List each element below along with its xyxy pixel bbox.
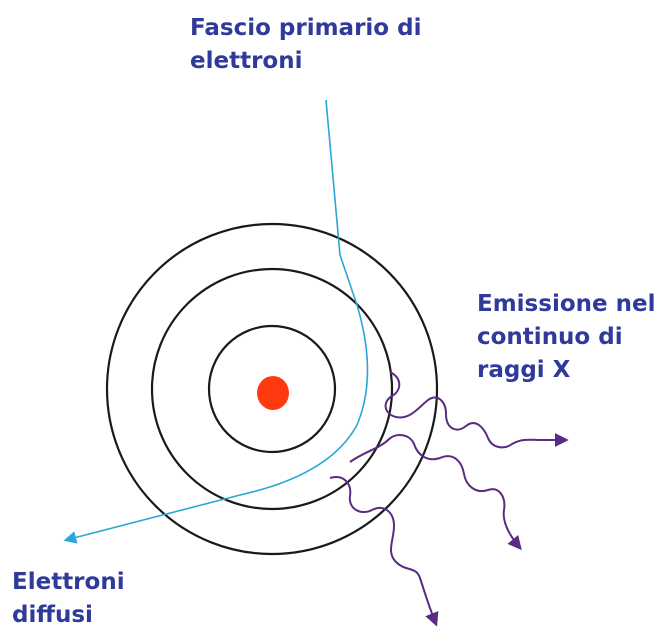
label-xray-emission-line-1: Emissione nel [477,291,656,317]
xray-wave-2 [349,434,522,551]
label-primary-beam: Fascio primario di elettroni [190,12,421,78]
electron-shells [105,222,439,556]
middle-shell [150,267,394,511]
xray-wave-1 [384,371,569,449]
label-primary-beam-line-1: Fascio primario di [190,15,422,41]
xray-waves [329,371,569,627]
label-primary-beam-line-2: elettroni [190,48,303,74]
nucleus [257,376,289,410]
outer-shell [105,222,439,556]
label-xray-emission-line-2: continuo di [477,324,623,350]
label-xray-emission: Emissione nel continuo di raggi X [477,288,655,387]
label-scattered-electrons: Elettroni diffusi [12,566,125,632]
electron-path [63,99,369,544]
label-scattered-electrons-line-2: diffusi [12,602,93,628]
label-xray-emission-line-3: raggi X [477,357,571,383]
label-scattered-electrons-line-1: Elettroni [12,569,125,595]
xray-wave-3 [329,476,439,627]
inner-shell [207,324,337,454]
